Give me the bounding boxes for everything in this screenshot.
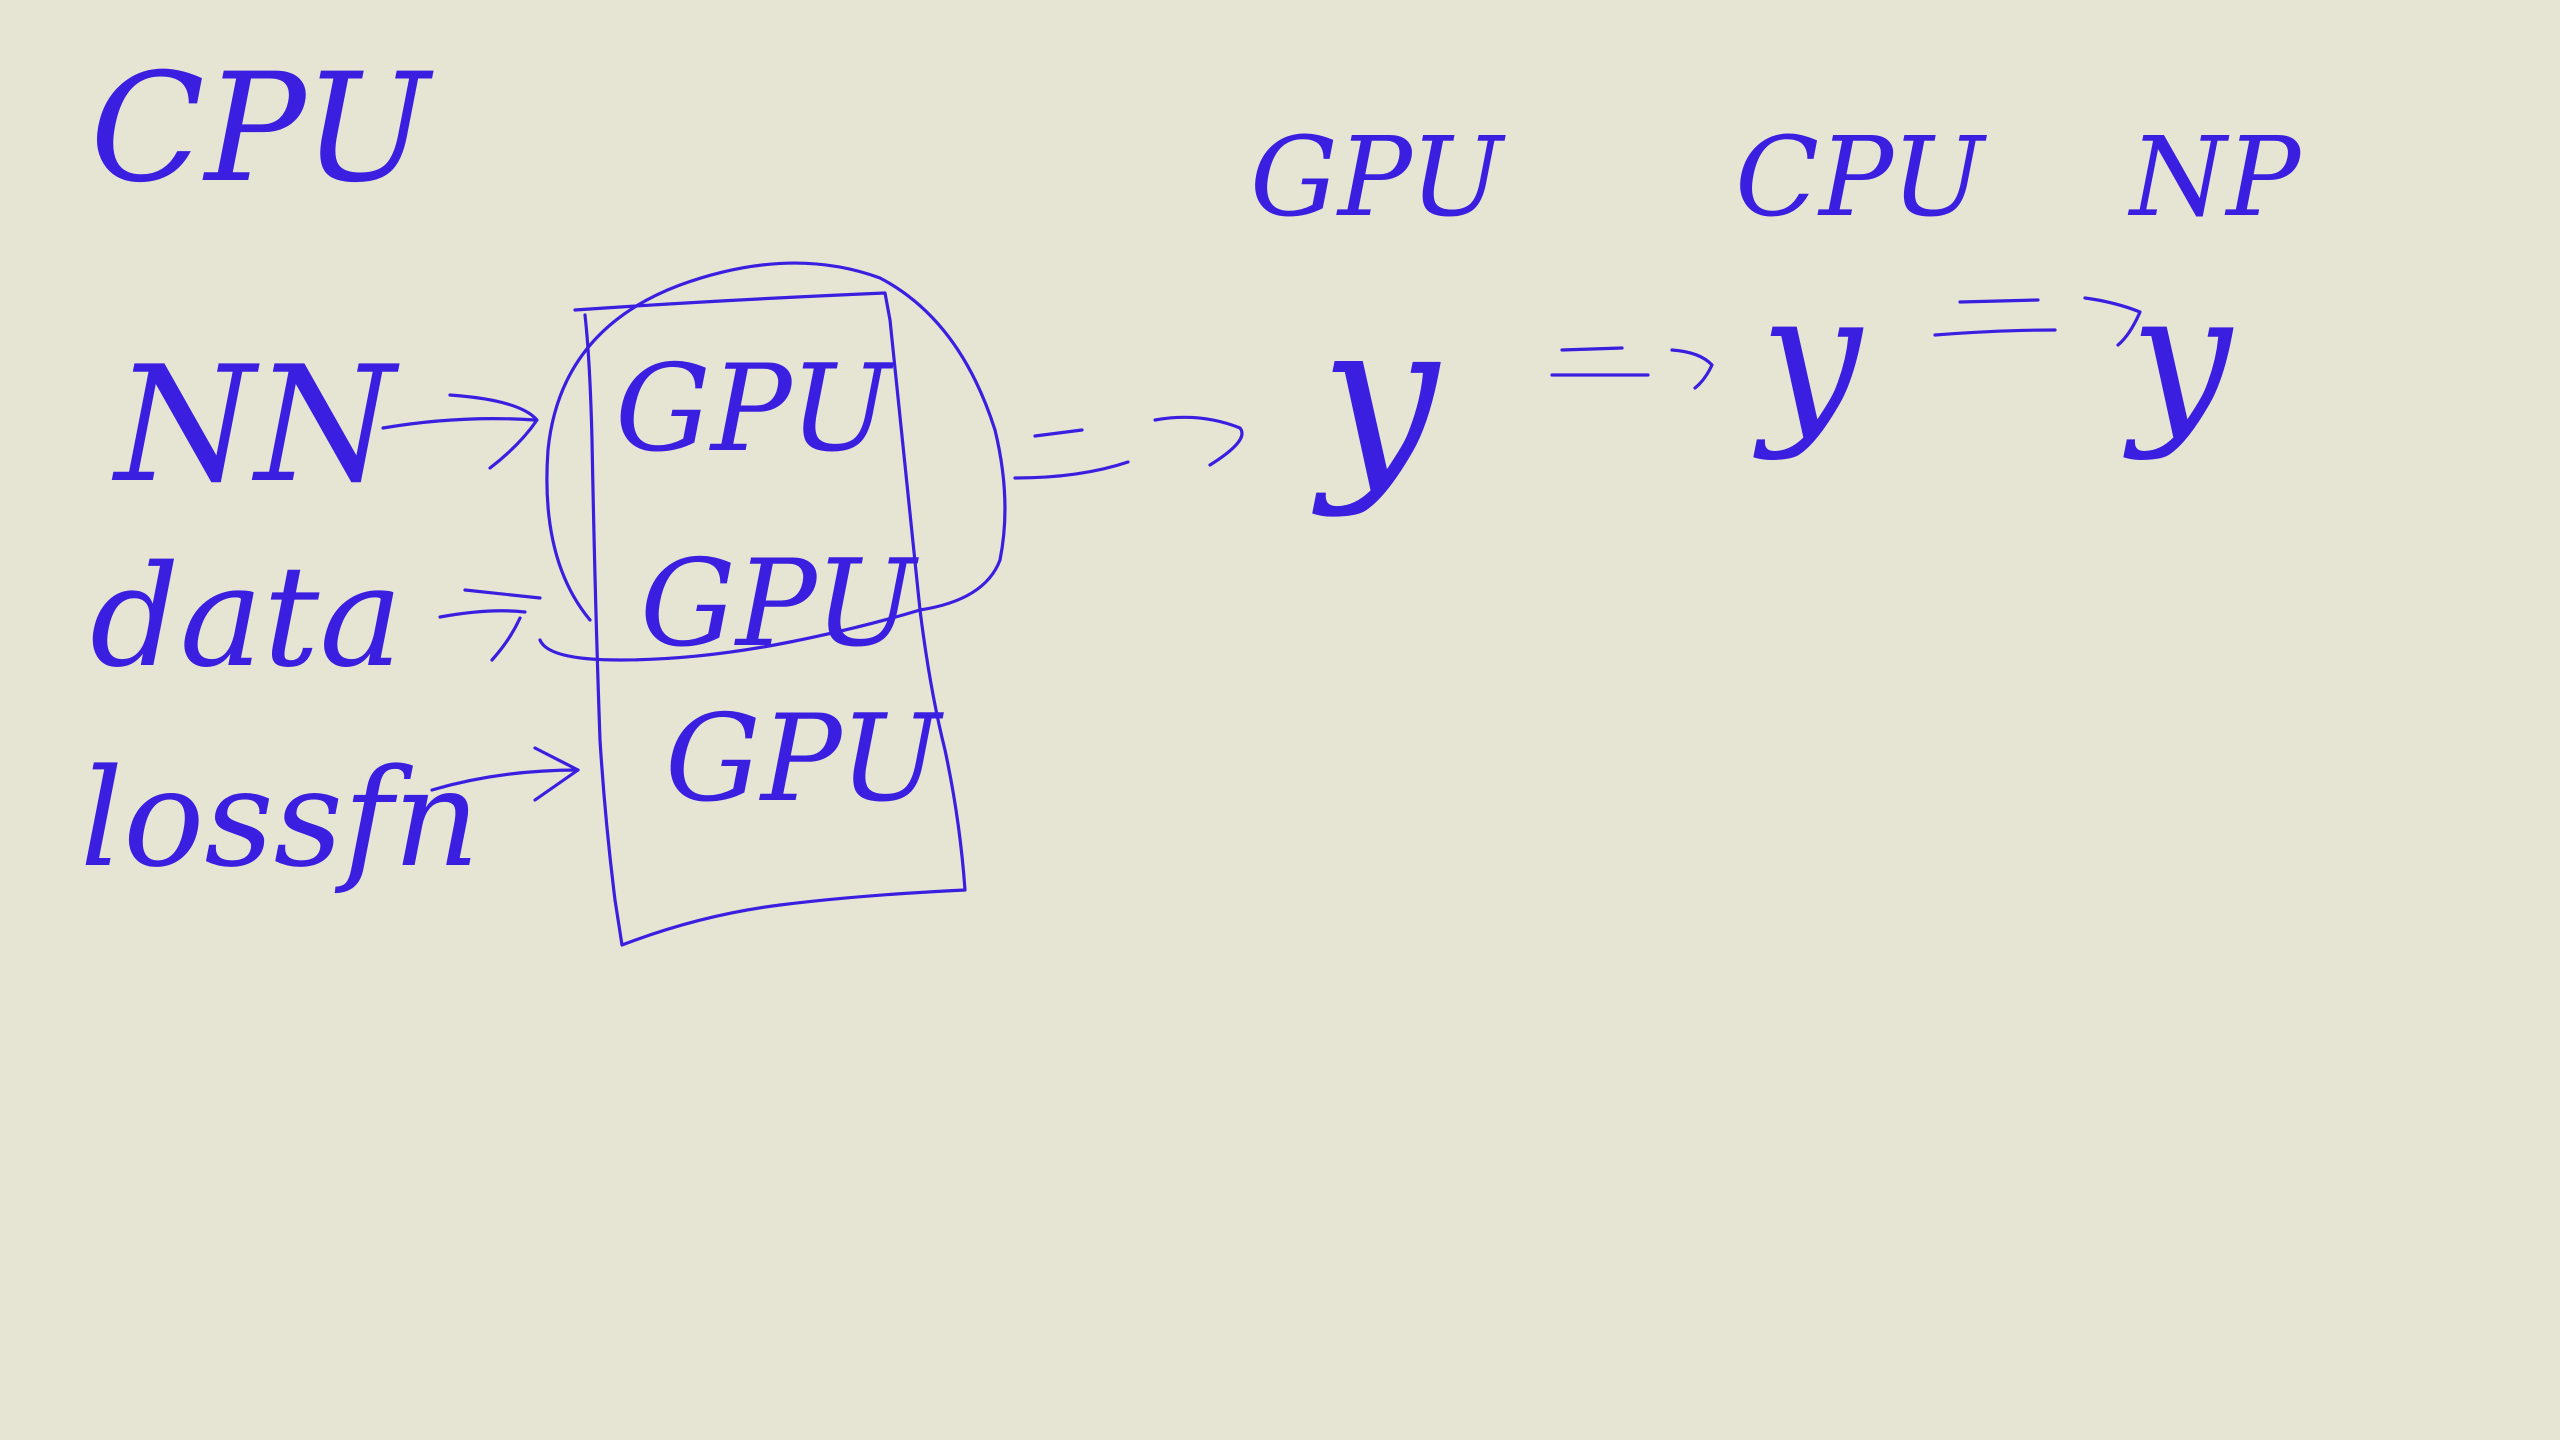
y-np: y	[2123, 254, 2234, 463]
box-label-gpu-2: GPU	[640, 535, 919, 674]
header-gpu: GPU	[1250, 113, 1506, 241]
box-label-gpu-1: GPU	[615, 340, 894, 479]
box-label-gpu-3: GPU	[665, 690, 944, 829]
arrow-nn-to-box	[381, 393, 539, 470]
arrow-to-y-gpu	[1013, 415, 1244, 480]
header-np: NP	[2127, 113, 2302, 241]
model-loop	[538, 261, 1007, 662]
label-data: data	[90, 536, 403, 699]
arrow-data-to-box	[438, 588, 542, 662]
y-cpu: y	[1753, 254, 1864, 463]
gpu-box	[573, 291, 967, 947]
label-cpu-top-left: CPU	[90, 42, 434, 216]
label-loss-fn: lossfn	[80, 740, 480, 897]
arrow-gpu-to-cpu	[1550, 346, 1714, 390]
arrow-loss-to-box	[430, 746, 580, 802]
y-gpu: y	[1312, 275, 1441, 520]
label-nn: NN	[111, 331, 400, 518]
arrow-cpu-to-np	[1933, 296, 2142, 347]
header-cpu: CPU	[1735, 113, 1987, 241]
